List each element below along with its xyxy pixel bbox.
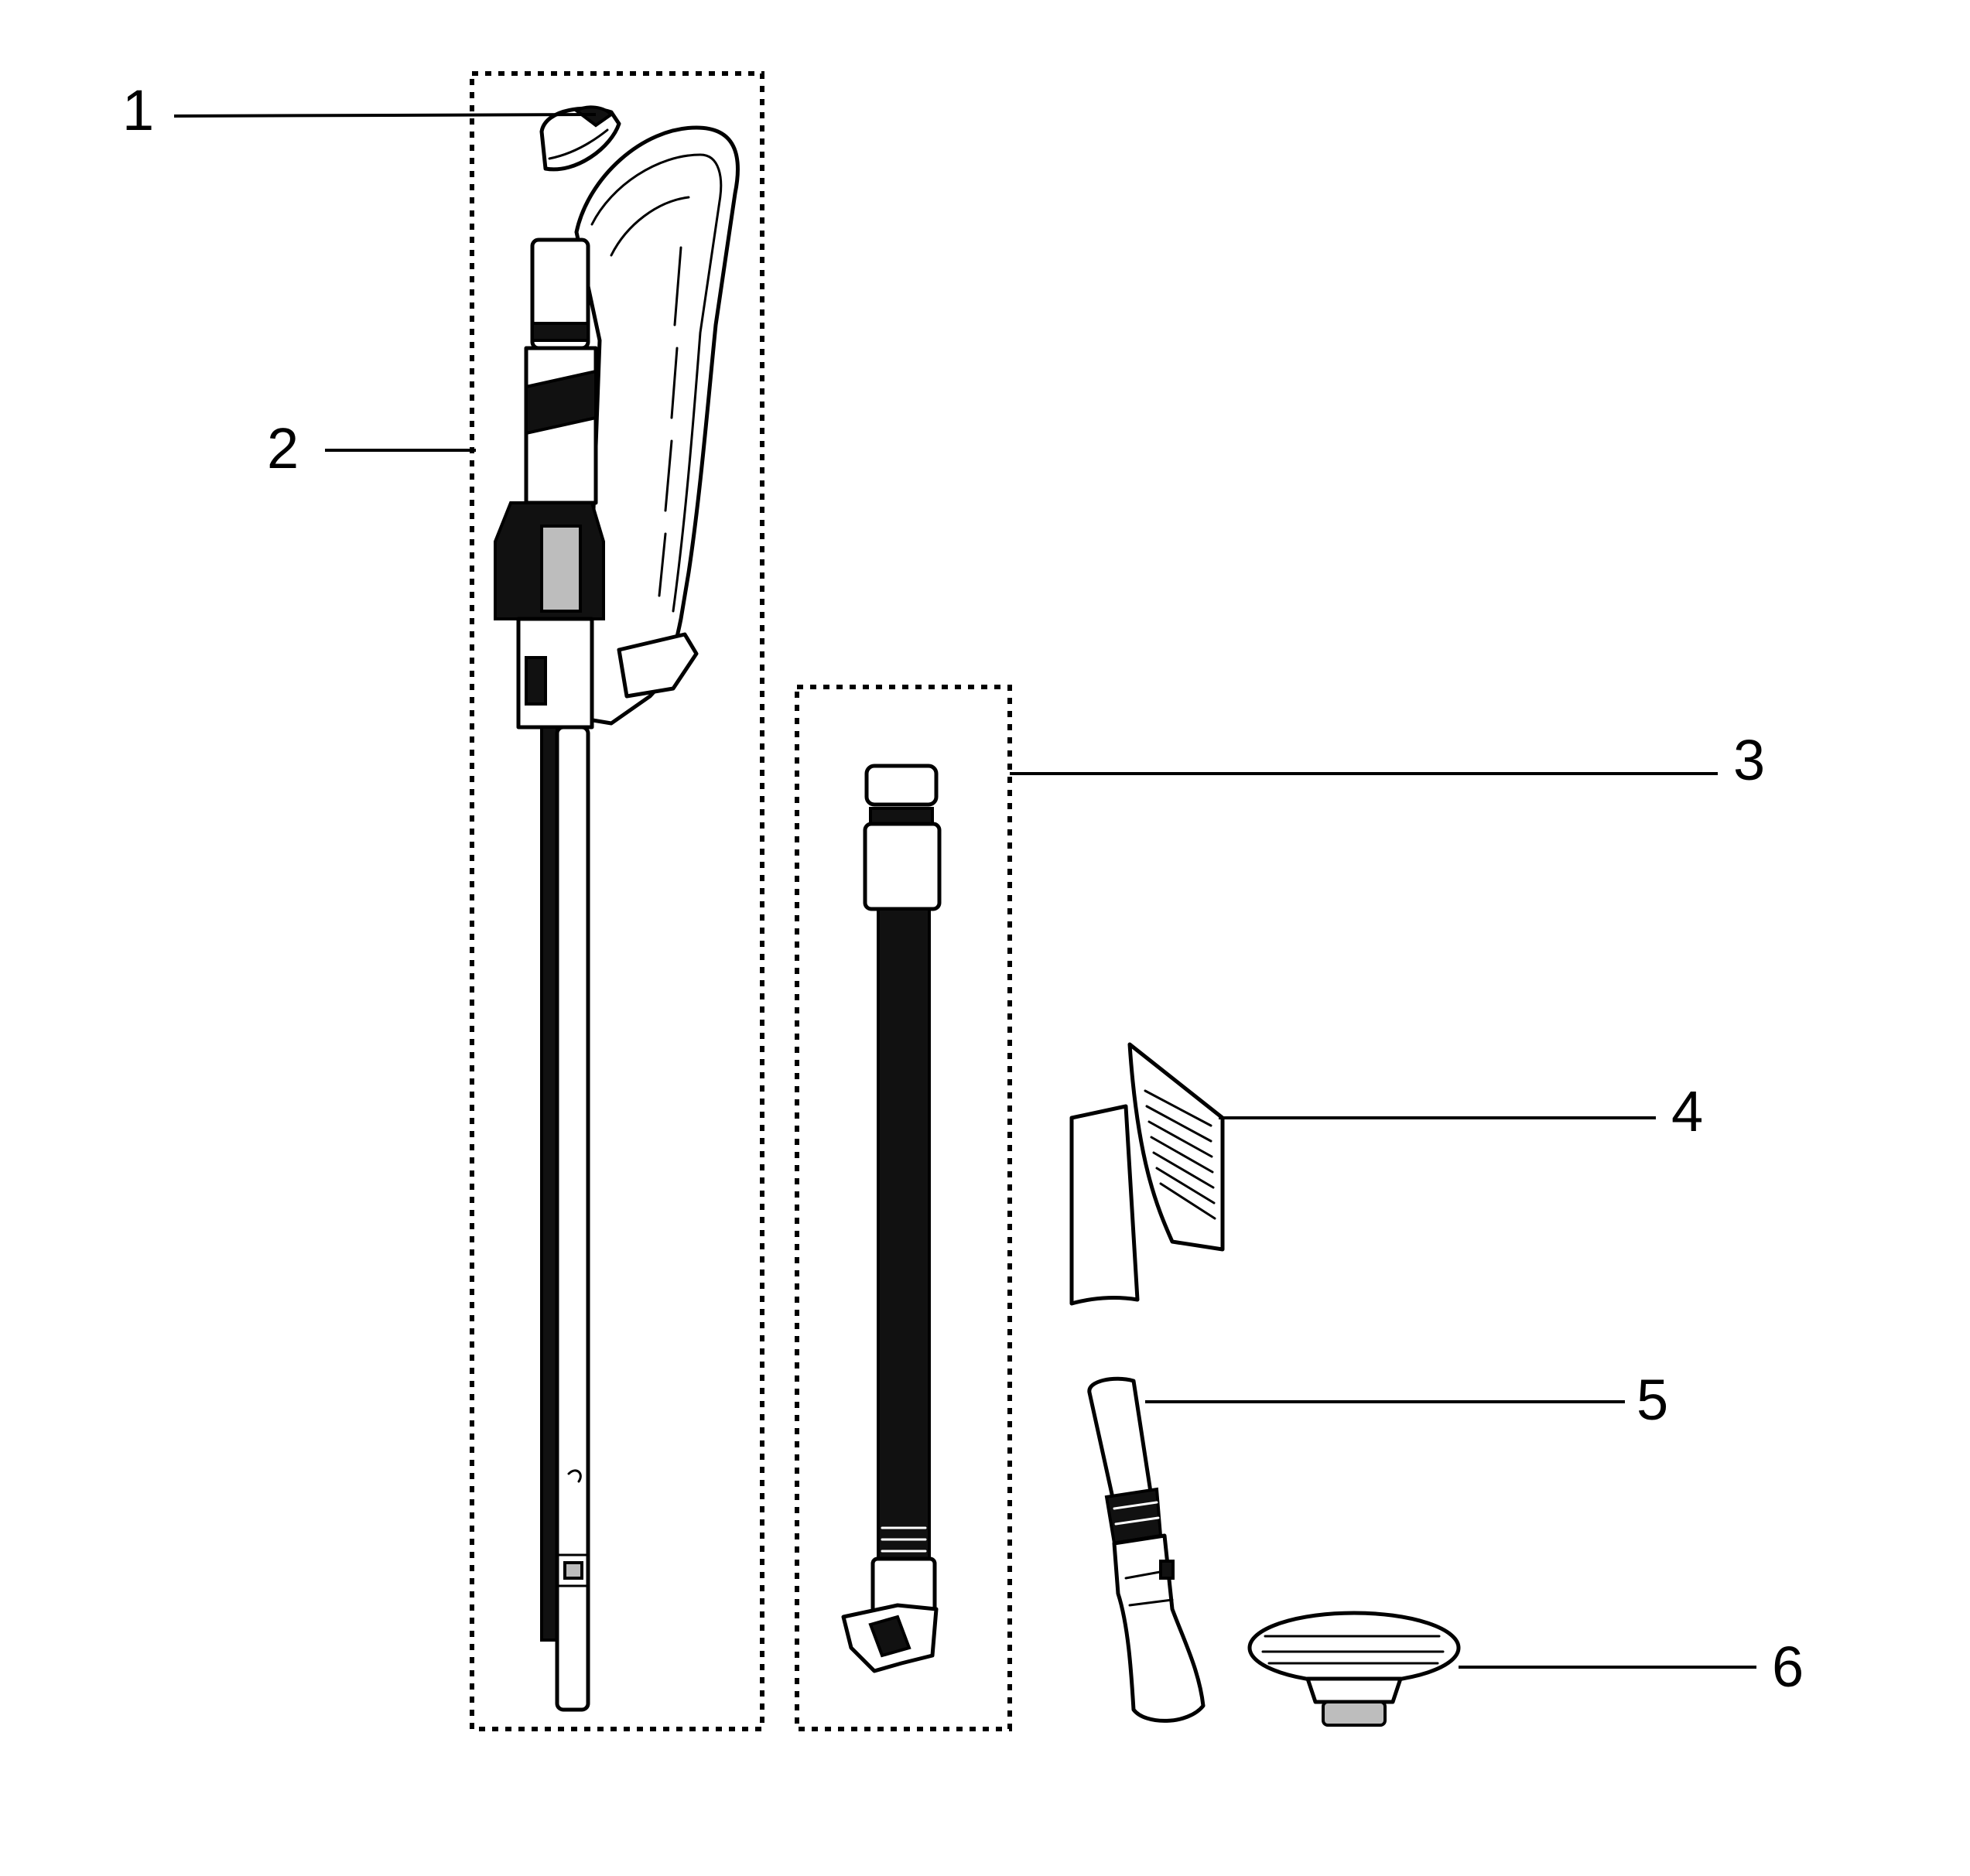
handle-cap-icon: [539, 105, 621, 172]
leader-line-1: [173, 113, 597, 118]
callout-number-4: 4: [1671, 1079, 1703, 1143]
upholstery-tool-icon: [1247, 1611, 1461, 1727]
dusting-brush-icon: [1087, 1376, 1206, 1723]
handle-wand-assembly-icon: [494, 125, 740, 1712]
callout-number-1: 1: [122, 78, 154, 142]
callout-number-6: 6: [1772, 1635, 1804, 1699]
group-box-hose: [795, 685, 1012, 1731]
callout-number-3: 3: [1733, 728, 1765, 792]
group-box-handle-wand: [470, 71, 764, 1731]
hose-assembly-icon: [841, 764, 942, 1673]
callout-number-2: 2: [267, 416, 299, 480]
filter-label-icon: [1069, 1042, 1225, 1306]
callout-number-5: 5: [1637, 1368, 1668, 1432]
